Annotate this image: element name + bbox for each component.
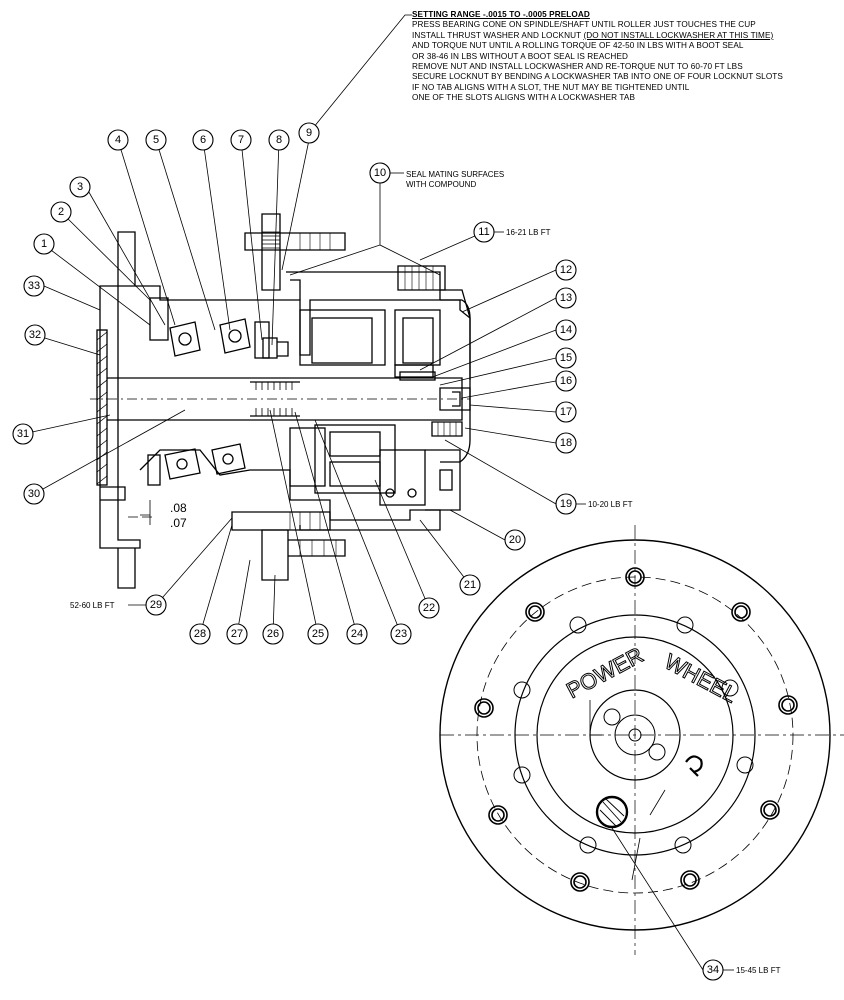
dimension-lower: .07 [170,516,187,530]
callout-number-34: 34 [707,964,719,976]
callout-24 [346,623,368,645]
notes-line-2: INSTALL THRUST WASHER AND LOCKNUT (DO NO… [412,31,837,41]
callout-number-2: 2 [58,206,64,218]
callout-number-23: 23 [395,628,407,640]
callout-16 [555,370,577,392]
callout-number-9: 9 [306,127,312,139]
callout-8 [268,129,290,151]
callout-number-19: 19 [560,498,572,510]
callout-number-4: 4 [115,134,121,146]
callout-3 [69,176,91,198]
callout-13 [555,287,577,309]
callout-2 [50,201,72,223]
callout-number-18: 18 [560,437,572,449]
callout-number-32: 32 [29,329,41,341]
callout-26 [262,623,284,645]
callout-33 [23,275,45,297]
end-view: POWER WHEEL [439,525,844,955]
torque-label-29: 52-60 LB FT [70,601,115,610]
callout-28 [189,623,211,645]
callout-number-26: 26 [267,628,279,640]
callout-7 [230,129,252,151]
callout-23 [390,623,412,645]
callout-25 [307,623,329,645]
callout-number-33: 33 [28,280,40,292]
callout-15 [555,347,577,369]
callout-number-24: 24 [351,628,363,640]
callout-number-6: 6 [200,134,206,146]
callout-20 [504,529,526,551]
callout-number-27: 27 [231,628,243,640]
callout-number-25: 25 [312,628,324,640]
notes-line-1: PRESS BEARING CONE ON SPINDLE/SHAFT UNTI… [412,20,756,30]
callout-number-12: 12 [560,264,572,276]
notes-header: SETTING RANGE -.0015 TO -.0005 PRELOAD [412,10,590,19]
callout-number-22: 22 [423,602,435,614]
assembly-notes: SETTING RANGE -.0015 TO -.0005 PRELOAD P… [412,10,837,104]
callout-number-3: 3 [77,181,83,193]
torque-label-19: 10-20 LB FT [588,500,633,509]
callout-number-1: 1 [41,238,47,250]
notes-line-2b: (DO NOT INSTALL LOCKWASHER AT THIS TIME) [583,30,774,40]
dimension-upper: .08 [170,501,187,515]
callout-32 [24,324,46,346]
callout-12 [555,259,577,281]
callout-numbers: 1 2 3 4 5 6 7 8 9 10 11 12 13 14 15 16 1… [17,127,719,976]
callout-17 [555,401,577,423]
callout-number-11: 11 [478,226,489,238]
callout-number-29: 29 [150,599,162,611]
seal-note-line-1: SEAL MATING SURFACES [406,170,504,179]
notes-line-8: ONE OF THE SLOTS ALIGNS WITH A LOCKWASHE… [412,93,636,103]
callout-number-14: 14 [560,324,572,336]
callout-number-31: 31 [17,428,29,440]
torque-label-11: 16-21 LB FT [506,228,551,237]
callout-14 [555,319,577,341]
notes-line-3: AND TORQUE NUT UNTIL A ROLLING TORQUE OF… [412,41,744,51]
leader-lines [22,14,704,971]
notes-line-4: OR 38-46 IN LBS WITHOUT A BOOT SEAL IS R… [412,51,629,61]
callout-number-20: 20 [509,534,521,546]
notes-line-7: IF NO TAB ALIGNS WITH A SLOT, THE NUT MA… [412,82,690,92]
notes-line-5: REMOVE NUT AND INSTALL LOCKWASHER AND RE… [412,62,743,72]
callout-number-10: 10 [374,167,386,179]
torque-label-34: 15-45 LB FT [736,966,781,975]
annotation-leaders [128,172,734,971]
callout-5 [145,129,167,151]
callout-30 [23,483,45,505]
callout-1 [33,233,55,255]
callout-6 [192,129,214,151]
callout-number-17: 17 [560,406,572,418]
callout-number-30: 30 [28,488,40,500]
callout-number-8: 8 [276,134,282,146]
callout-number-7: 7 [238,134,244,146]
callout-number-15: 15 [560,352,572,364]
callout-27 [226,623,248,645]
callout-number-28: 28 [194,628,206,640]
callout-number-5: 5 [153,134,159,146]
callout-31 [12,423,34,445]
logo-text-wheel: WHEEL [661,649,742,708]
callout-number-16: 16 [560,375,572,387]
seal-note-line-2: WITH COMPOUND [406,180,476,189]
hatched-plate [96,329,108,486]
notes-line-6: SECURE LOCKNUT BY BENDING A LOCKWASHER T… [412,72,783,82]
callout-22 [418,597,440,619]
callout-balloons [12,122,724,981]
notes-line-2a: INSTALL THRUST WASHER AND LOCKNUT [412,30,584,40]
callout-number-13: 13 [560,292,572,304]
callout-4 [107,129,129,151]
logo-symbol-icon [685,755,703,777]
callout-9 [298,122,320,144]
section-view [90,213,471,589]
callout-18 [555,432,577,454]
callout-21 [459,574,481,596]
callout-number-21: 21 [464,579,476,591]
